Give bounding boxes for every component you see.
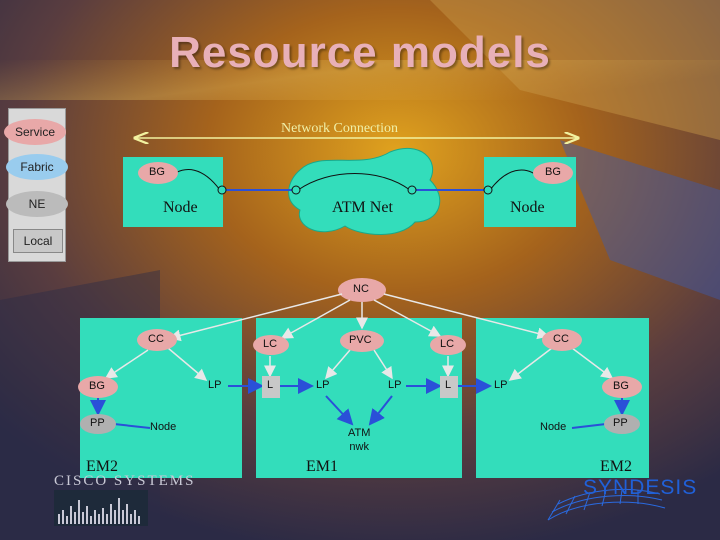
nc-to-lc-left [280, 299, 351, 339]
cc-oval-right [542, 329, 582, 351]
slide-title: Resource models [169, 28, 551, 77]
legend-ne: NE [6, 191, 68, 217]
pp-to-node-left [113, 423, 151, 429]
pp-oval-right [604, 414, 640, 434]
atm-net-cloud [288, 147, 441, 235]
em2-label-left: EM2 [86, 458, 118, 475]
l-box-right [440, 376, 458, 398]
lc-oval-left [253, 335, 289, 355]
lc-oval-right [430, 335, 466, 355]
lp2-to-atm [325, 395, 354, 426]
pp-label-left: PP [90, 417, 105, 429]
top-bg-oval-left [138, 162, 178, 184]
l-label-1: L [267, 379, 274, 391]
cisco-bars-logo [54, 490, 148, 526]
cisco-logo-text: CISCO SYSTEMS [54, 473, 196, 489]
legend-fabric: Fabric [6, 154, 68, 180]
legend-local: Local [13, 229, 63, 253]
pvc-to-lp2 [325, 349, 351, 380]
cc-left-to-lp [167, 347, 208, 381]
lp-label-1: LP [208, 379, 222, 391]
node-label-right: Node [540, 421, 567, 433]
cc-right-to-lp [508, 347, 553, 381]
atm-net-label: ATM Net [332, 199, 393, 216]
lp-label-4: LP [494, 379, 508, 391]
lp3-to-atm [368, 395, 393, 426]
lc-label-left: LC [263, 338, 278, 350]
node-to-pp-right [571, 423, 607, 429]
top-bg-label-left: BG [149, 166, 165, 178]
cc-label-left: CC [148, 333, 164, 345]
top-bg-oval-right [533, 162, 573, 184]
syndesis-grid-logo [547, 488, 666, 521]
port-dot [291, 185, 301, 195]
l-box-left [262, 376, 280, 398]
syndesis-logo-text: SYNDESIS [583, 476, 698, 499]
lp-label-3: LP [388, 379, 402, 391]
atm-curve [297, 173, 411, 191]
legend-service: Service [4, 119, 66, 145]
em2-label-right: EM2 [600, 458, 632, 475]
atm-nwk-label: ATM nwk [348, 427, 371, 453]
pp-label-right: PP [613, 417, 628, 429]
pvc-to-lp3 [373, 349, 393, 380]
cc-left-to-bg [104, 349, 149, 379]
l-label-2: L [445, 379, 452, 391]
bg-label-right: BG [613, 380, 629, 392]
top-bg-label-right: BG [545, 166, 561, 178]
lp-label-2: LP [316, 379, 330, 391]
pp-oval-left [80, 414, 116, 434]
bg-label-left: BG [89, 380, 105, 392]
nc-to-lc-right [373, 299, 442, 337]
pvc-label: PVC [349, 334, 372, 346]
network-connection-label: Network Connection [281, 121, 399, 136]
lc-label-right: LC [440, 338, 455, 350]
nc-to-cc-right [383, 293, 550, 340]
nc-oval [338, 278, 386, 302]
port-dot [483, 185, 493, 195]
port-dot [407, 185, 417, 195]
bg-oval-left [78, 376, 118, 398]
cc-right-to-bg [571, 347, 614, 379]
nc-label: NC [353, 283, 369, 295]
top-node-label-left: Node [163, 199, 198, 216]
bg-oval-right [602, 376, 642, 398]
nc-to-cc-left [168, 293, 343, 342]
pvc-oval [340, 330, 384, 352]
em1-label: EM1 [306, 458, 338, 475]
top-node-label-right: Node [510, 199, 545, 216]
port-dot [217, 185, 227, 195]
node-label-left: Node [150, 421, 177, 433]
cc-label-right: CC [553, 333, 569, 345]
cc-oval-left [137, 329, 177, 351]
